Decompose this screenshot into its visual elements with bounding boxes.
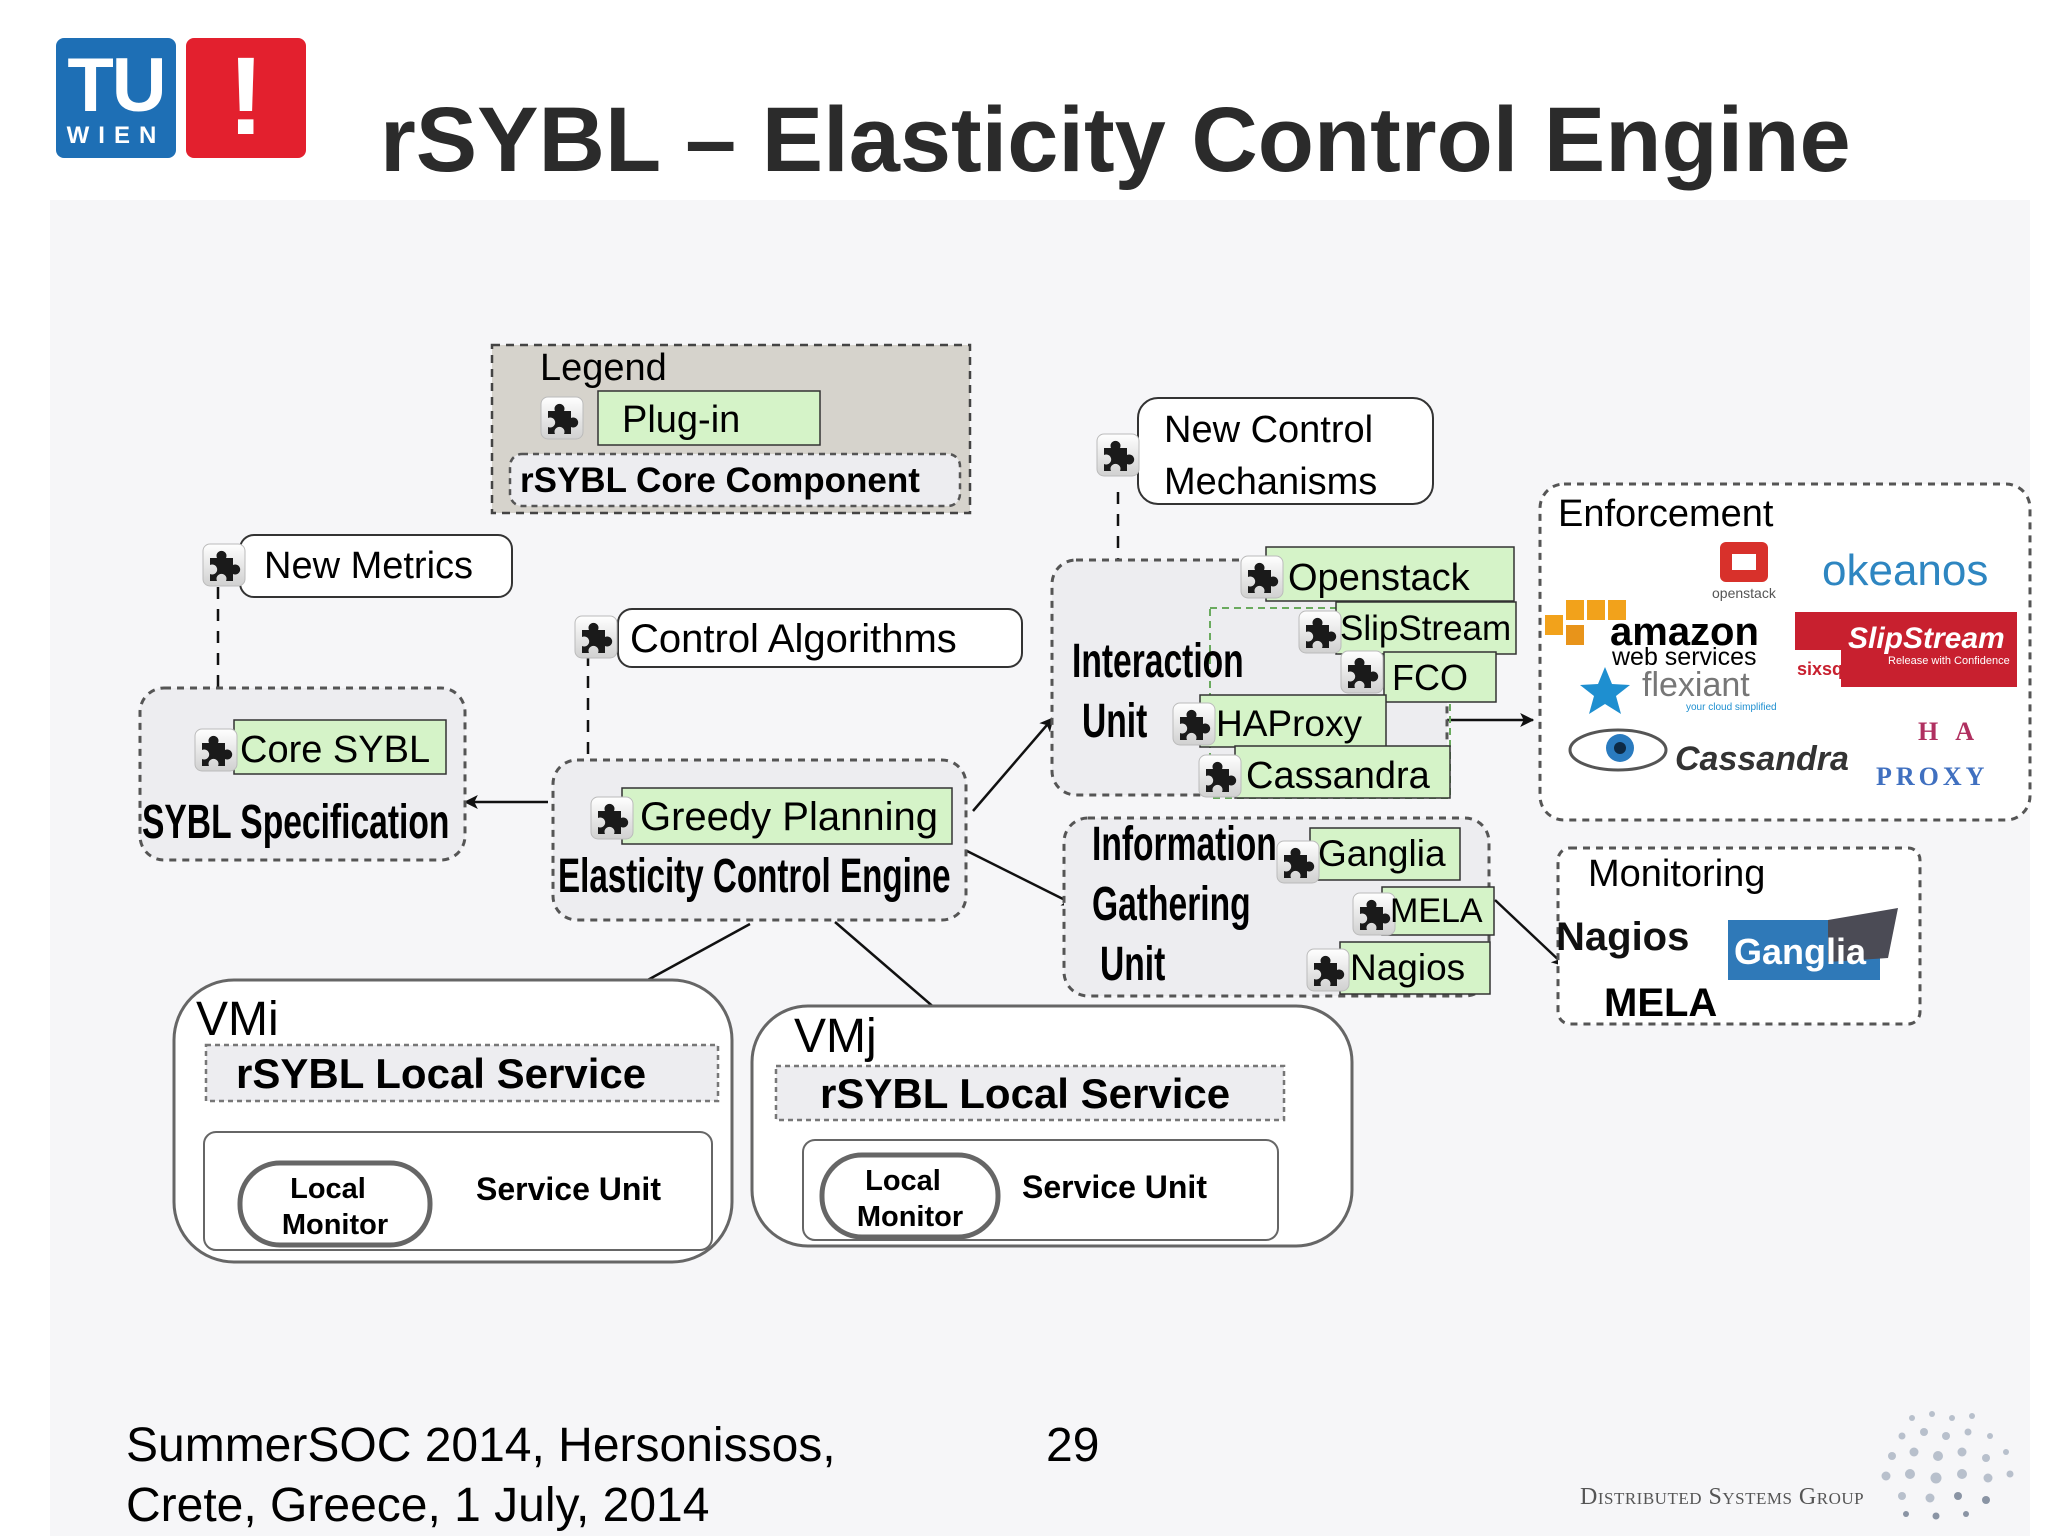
flexiant-star-icon (1580, 667, 1630, 714)
ganglia-logo-text: Ganglia (1734, 931, 1867, 972)
vmi-container: VMi rSYBL Local Service Local Monitor Se… (172, 978, 734, 1264)
vmi-local-monitor-line1: Local (290, 1173, 366, 1205)
tu-wien-logo: TU WIEN (56, 38, 176, 158)
information-label-line2: Gathering (1092, 876, 1251, 931)
interaction-label-line2: Unit (1082, 693, 1147, 748)
ha-text: H A (1918, 717, 1980, 746)
nagios-logo-text: Nagios (1556, 915, 1689, 959)
flexiant-text: flexiant (1642, 666, 1750, 704)
slipstream-logo: sixsq SlipStream Release with Confidence (1795, 612, 2017, 687)
puzzle-icon (574, 615, 618, 659)
puzzle-icon (1306, 948, 1350, 992)
dsg-logo-dots (1881, 1411, 2014, 1520)
new-metrics-plugin: New Metrics (202, 534, 513, 598)
slide-title: rSYBL – Elasticity Control Engine (380, 89, 1851, 191)
puzzle-icon (1276, 840, 1320, 884)
puzzle-icon (1198, 754, 1242, 798)
cassandra-text: Cassandra (1675, 740, 1849, 778)
core-sybl-label: Core SYBL (240, 729, 430, 771)
amazon-text: amazon (1610, 610, 1759, 654)
enforcement-title: Enforcement (1558, 493, 1774, 535)
vmj-local-monitor-line1: Local (865, 1165, 941, 1197)
sybl-specification-label: SYBL Specification (142, 794, 449, 849)
information-label-line3: Unit (1100, 936, 1165, 991)
puzzle-icon (202, 543, 246, 587)
plugin-cassandra-label: Cassandra (1246, 755, 1431, 797)
arrow-ece-to-interaction (972, 717, 1054, 812)
flexiant-tagline: your cloud simplified (1686, 702, 1777, 713)
legend-title: Legend (540, 347, 667, 389)
logo-tu-text: TU (67, 43, 166, 128)
ece-label: Elasticity Control Engine (558, 848, 951, 903)
vmi-service-unit-label: Service Unit (476, 1171, 661, 1207)
legend: Legend Plug-in rSYBL Core Component (490, 343, 972, 515)
new-metrics-label: New Metrics (264, 545, 473, 587)
tu-logo-exclamation: ! (186, 38, 306, 158)
control-algorithms-label: Control Algorithms (630, 617, 957, 661)
dsg-label: Distributed Systems Group (1580, 1484, 1865, 1510)
plugin-haproxy-label: HAProxy (1216, 703, 1362, 744)
page-number: 29 (1046, 1419, 1100, 1472)
greedy-planning-label: Greedy Planning (640, 795, 938, 839)
puzzle-icon (1352, 892, 1396, 936)
arrow-information-to-monitoring (1494, 899, 1566, 967)
legend-core-label: rSYBL Core Component (520, 461, 920, 500)
vmj-service-label: rSYBL Local Service (820, 1070, 1230, 1117)
enforcement-group: Enforcement openstack okeanos amazon web… (1538, 482, 2032, 822)
slipstream-logo-text: SlipStream (1848, 622, 2005, 655)
puzzle-icon (540, 396, 584, 440)
openstack-caption: openstack (1712, 585, 1777, 601)
sybl-specification-component: Core SYBL SYBL Specification (138, 686, 467, 862)
vmi-service-label: rSYBL Local Service (236, 1050, 646, 1097)
plugin-openstack-label: Openstack (1288, 557, 1471, 599)
okeanos-logo-text: okeanos (1822, 546, 1988, 595)
new-control-mechanisms-plugin: New Control Mechanisms (1096, 397, 1434, 505)
puzzle-icon (1340, 650, 1384, 694)
footer-venue-line2: Crete, Greece, 1 July, 2014 (126, 1479, 710, 1532)
cassandra-logo: Cassandra (1568, 728, 1849, 778)
slipstream-tagline: Release with Confidence (1888, 655, 2010, 667)
plugin-slipstream-label: SlipStream (1340, 609, 1511, 648)
flexiant-logo: flexiant your cloud simplified (1580, 666, 1777, 714)
information-label-line1: Information (1092, 816, 1277, 871)
plugin-ganglia-label: Ganglia (1318, 833, 1446, 874)
puzzle-icon (1298, 610, 1342, 654)
plugin-nagios-label: Nagios (1350, 947, 1465, 988)
control-algorithms-plugin: Control Algorithms (574, 608, 1023, 668)
information-gathering-unit-component: Information Gathering Unit Ganglia MELA … (1062, 816, 1495, 998)
vmi-local-monitor-line2: Monitor (282, 1209, 388, 1241)
puzzle-icon (1096, 433, 1140, 477)
vmj-label: VMj (794, 1010, 877, 1063)
vmi-label: VMi (196, 993, 279, 1046)
webservices-text: web services (1611, 643, 1757, 671)
arrow-ece-to-information (966, 849, 1077, 907)
openstack-logo: openstack (1712, 542, 1777, 601)
mela-logo-text: MELA (1604, 981, 1717, 1025)
vmj-local-monitor-line2: Monitor (857, 1201, 963, 1233)
footer-venue-line1: SummerSOC 2014, Hersonissos, (126, 1419, 836, 1472)
sixsq-text: sixsq (1797, 659, 1843, 679)
interaction-label-line1: Interaction (1072, 633, 1244, 688)
legend-plugin-label: Plug-in (622, 399, 740, 441)
logo-wien-text: WIEN (66, 122, 166, 149)
puzzle-icon (590, 796, 634, 840)
interaction-unit-component: Interaction Unit Openstack SlipStream FC… (1050, 546, 1517, 799)
plugin-fco-label: FCO (1392, 657, 1468, 698)
new-control-line2: Mechanisms (1164, 461, 1377, 503)
vmj-service-unit-label: Service Unit (1022, 1169, 1207, 1205)
puzzle-icon (1240, 555, 1284, 599)
elasticity-control-engine-component: Greedy Planning Elasticity Control Engin… (551, 758, 968, 922)
new-control-line1: New Control (1164, 409, 1373, 451)
monitoring-title: Monitoring (1588, 853, 1765, 895)
vmj-container: VMj rSYBL Local Service Local Monitor Se… (750, 1004, 1354, 1248)
haproxy-logo: H A PROXY (1876, 717, 1988, 791)
puzzle-icon (194, 728, 238, 772)
amazon-web-services-logo: amazon web services (1545, 600, 1759, 671)
puzzle-icon (1172, 702, 1216, 746)
plugin-mela-label: MELA (1390, 892, 1483, 930)
proxy-text: PROXY (1876, 762, 1988, 791)
monitoring-group: Monitoring Nagios Ganglia MELA (1556, 846, 1922, 1026)
